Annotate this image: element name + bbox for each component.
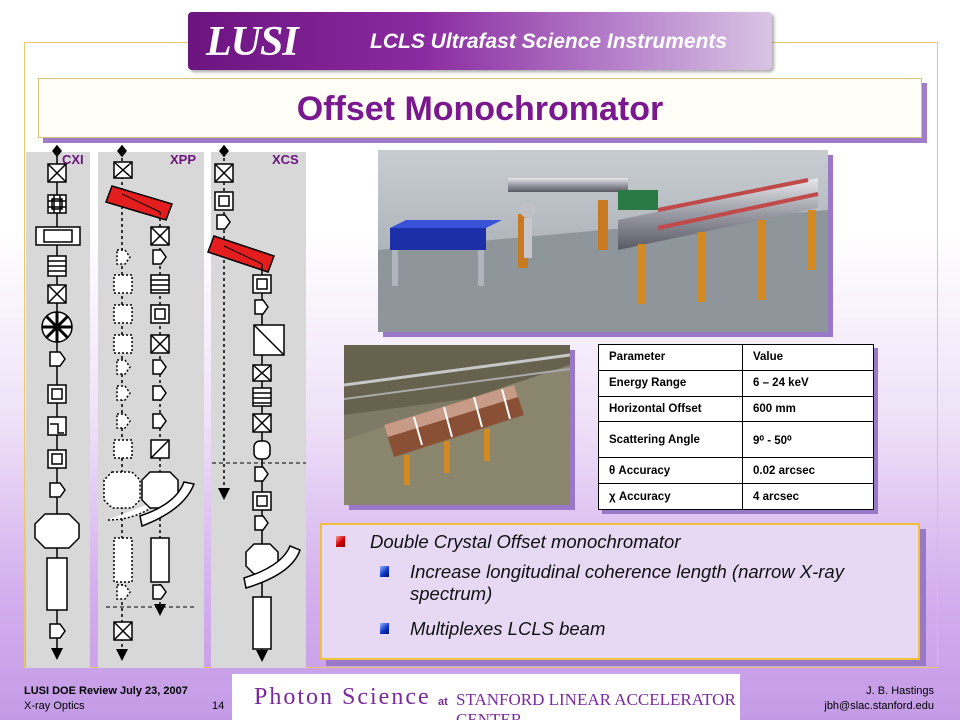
header-value: Value bbox=[742, 344, 874, 371]
cxi-label: CXI bbox=[62, 152, 84, 167]
beamline-schematic bbox=[34, 144, 306, 662]
table-row: χ Accuracy 4 arcsec bbox=[598, 483, 874, 510]
banner-tagline: LCLS Ultrafast Science Instruments bbox=[370, 30, 728, 53]
lusi-banner: LUSI LCLS Ultrafast Science Instruments bbox=[188, 12, 772, 70]
bullet-box: Double Crystal Offset monochromator Incr… bbox=[320, 523, 920, 660]
photon-science-logo: Photon Science at STANFORD LINEAR ACCELE… bbox=[232, 674, 740, 720]
param-value: 0.02 arcsec bbox=[742, 457, 874, 485]
param-name: Horizontal Offset bbox=[598, 395, 743, 423]
title-box: Offset Monochromator bbox=[38, 78, 922, 138]
param-name: θ Accuracy bbox=[598, 457, 743, 485]
footer-event: LUSI DOE Review July 23, 2007 bbox=[24, 685, 188, 697]
instrument-render-overview bbox=[378, 150, 828, 332]
param-value: 6 – 24 keV bbox=[742, 369, 874, 397]
table-row: θ Accuracy 0.02 arcsec bbox=[598, 457, 874, 485]
bullet-square-icon bbox=[380, 623, 389, 634]
table-header-row: Parameter Value bbox=[598, 344, 874, 371]
table-row: Scattering Angle 9⁰ - 50⁰ bbox=[598, 421, 874, 459]
param-name: χ Accuracy bbox=[598, 483, 743, 510]
xpp-label: XPP bbox=[170, 152, 197, 167]
param-name: Energy Range bbox=[598, 369, 743, 397]
bullet-square-icon bbox=[336, 536, 345, 547]
slide-title: Offset Monochromator bbox=[296, 90, 664, 128]
instrument-render-detail bbox=[344, 345, 570, 505]
footer-at: at bbox=[438, 696, 448, 708]
bullet-main: Double Crystal Offset monochromator bbox=[370, 531, 681, 552]
table-row: Energy Range 6 – 24 keV bbox=[598, 369, 874, 397]
param-value: 4 arcsec bbox=[742, 483, 874, 510]
footer-page-number: 14 bbox=[212, 700, 225, 712]
footer-topic: X-ray Optics bbox=[24, 700, 85, 712]
header-parameter: Parameter bbox=[598, 344, 743, 371]
param-value: 9⁰ - 50⁰ bbox=[742, 421, 874, 459]
photon-science-text: Photon Science bbox=[254, 684, 431, 710]
footer-email: jbh@slac.stanford.edu bbox=[824, 700, 934, 712]
slac-name: STANFORD LINEAR ACCELERATOR CENTER bbox=[456, 690, 736, 720]
xcs-label: XCS bbox=[272, 152, 299, 167]
footer-author: J. B. Hastings bbox=[866, 685, 934, 697]
table-row: Horizontal Offset 600 mm bbox=[598, 395, 874, 423]
lusi-logo: LUSI bbox=[206, 19, 299, 65]
bullet-sub-1: Increase longitudinal coherence length (… bbox=[410, 561, 844, 604]
parameter-table: Parameter Value Energy Range 6 – 24 keV … bbox=[598, 344, 874, 510]
param-value: 600 mm bbox=[742, 395, 874, 423]
param-name: Scattering Angle bbox=[598, 421, 743, 459]
bullet-square-icon bbox=[380, 566, 389, 577]
bullet-sub-2: Multiplexes LCLS beam bbox=[410, 618, 606, 639]
